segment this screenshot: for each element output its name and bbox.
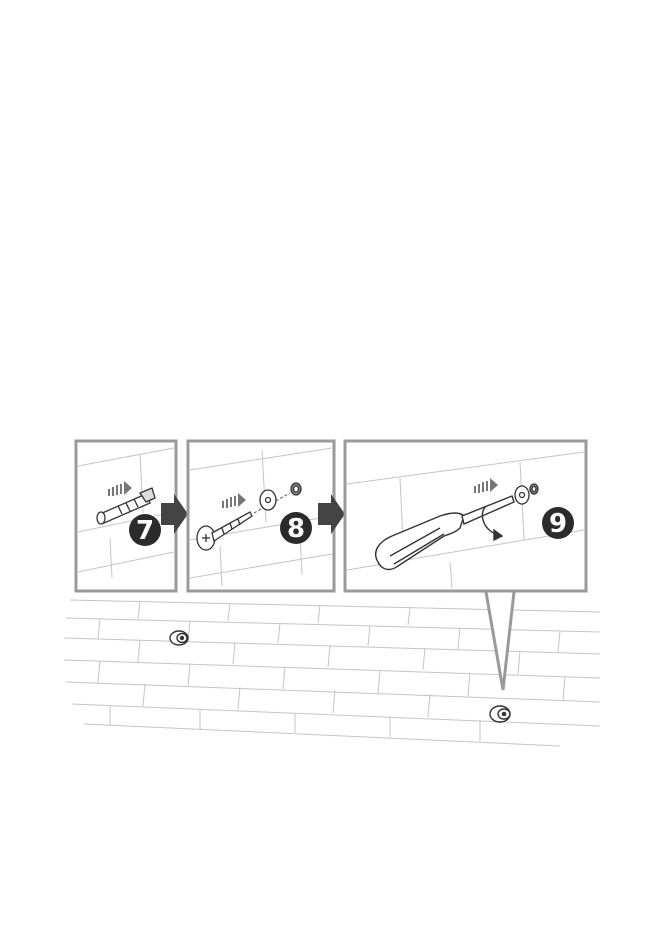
wall-knob-right [490, 706, 510, 722]
wall-knob-left [170, 631, 188, 645]
step-8-number: 8 [287, 514, 305, 544]
brick-wall [64, 600, 600, 746]
step-9-panel: 9 [345, 441, 586, 591]
step-9-number: 9 [549, 509, 567, 539]
step-8-panel: 8 [188, 441, 334, 591]
step-7-number: 7 [136, 516, 154, 546]
